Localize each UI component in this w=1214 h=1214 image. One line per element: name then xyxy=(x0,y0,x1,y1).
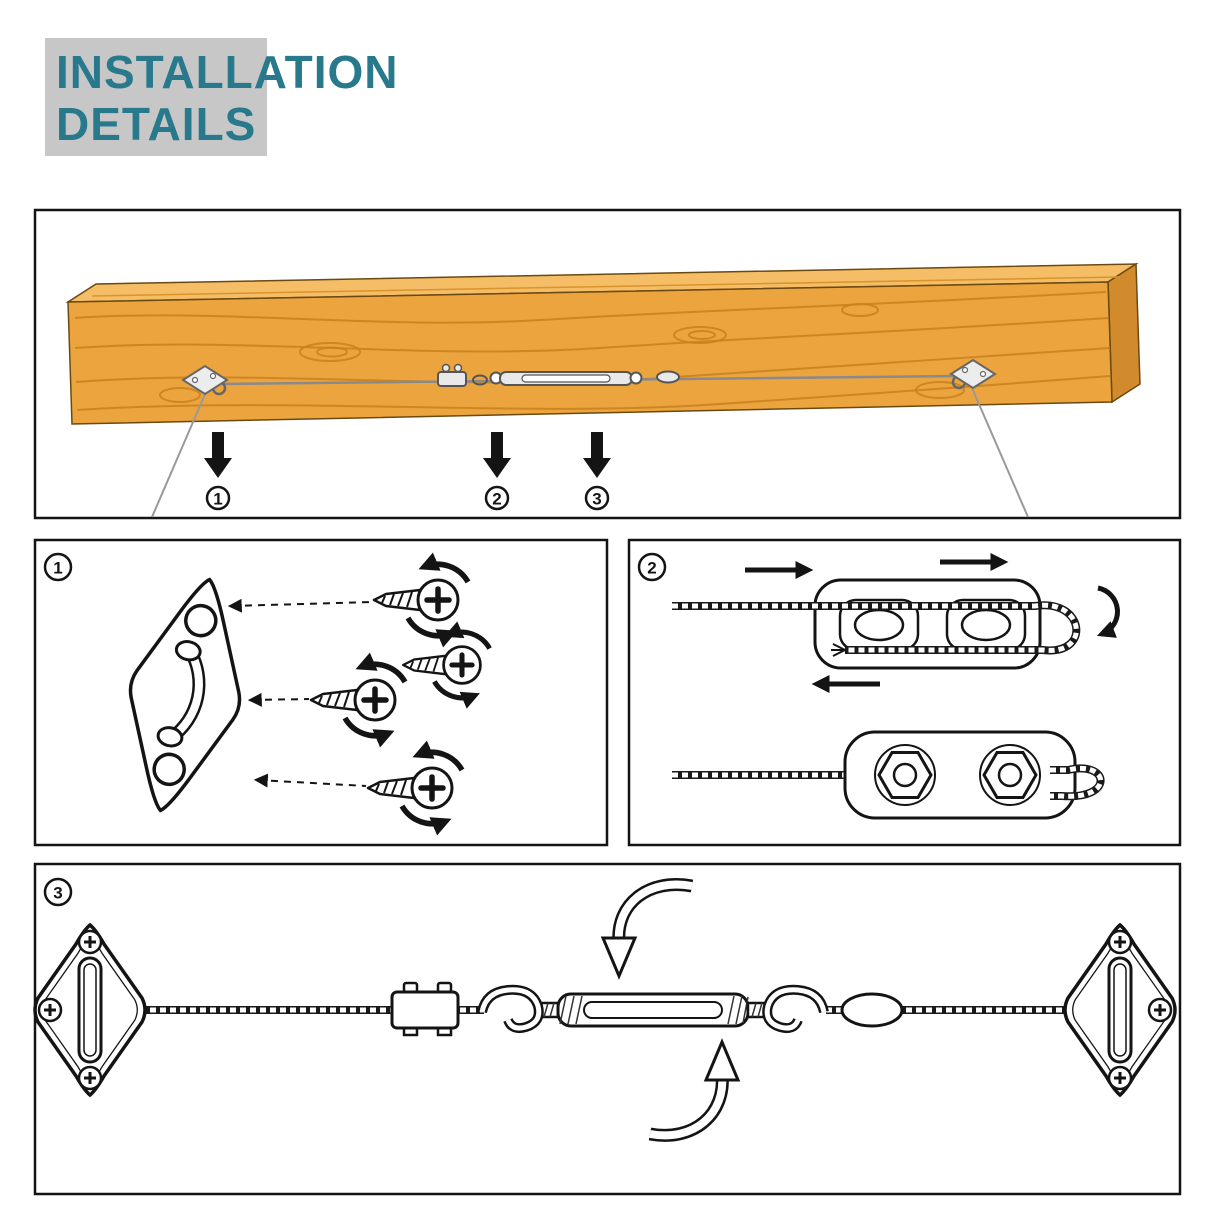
callout-badge-3: 3 xyxy=(584,485,610,511)
hook-left xyxy=(477,984,544,1034)
callout-number-3: 3 xyxy=(592,490,601,509)
clip-body xyxy=(813,578,1042,670)
down-arrow-1 xyxy=(204,432,232,478)
left-drop-cable xyxy=(151,391,207,518)
step3-panel: 3 xyxy=(33,862,1182,1196)
mount-screw-icon xyxy=(37,997,63,1023)
turn-arrow-top xyxy=(600,878,694,980)
pad-eye-left xyxy=(33,923,147,1097)
right-drop-cable xyxy=(971,387,1029,518)
mount-screw-icon xyxy=(77,1065,103,1091)
plate-outline xyxy=(128,577,242,813)
step2-panel: 2 xyxy=(627,538,1182,847)
overview-panel: 1 2 3 xyxy=(33,208,1182,520)
turn-arrow-bottom xyxy=(648,1038,741,1142)
plate-bottom-hole xyxy=(152,752,186,787)
pad-eye-plate xyxy=(128,577,242,813)
left-pad-eye-overview xyxy=(181,364,229,396)
step3-badge: 3 xyxy=(43,877,73,907)
step1-panel-border xyxy=(33,538,609,847)
rope-end-fray xyxy=(831,643,846,657)
step2-number: 2 xyxy=(647,559,656,578)
leader-dashed-arrow-middle xyxy=(247,692,310,707)
mount-screw-icon xyxy=(1107,1065,1133,1091)
mount-screw-icon xyxy=(1147,997,1173,1023)
wrap-around-arrow xyxy=(1096,585,1120,638)
pad-eye-slot xyxy=(77,956,103,1064)
duplex-clip-tightened xyxy=(672,730,1105,820)
callout-number-1: 1 xyxy=(213,490,222,509)
turnbuckle xyxy=(534,992,772,1028)
hex-nut-right xyxy=(979,744,1041,806)
hex-nut-left xyxy=(874,744,936,806)
down-arrow-2 xyxy=(483,432,511,478)
mount-screw-icon xyxy=(77,929,103,955)
step1-badge: 1 xyxy=(43,552,73,582)
cable-clip-overview xyxy=(437,363,467,387)
down-arrow-3 xyxy=(583,432,611,478)
cable-ferrule-overview xyxy=(656,370,680,384)
wood-beam xyxy=(65,262,1141,425)
step3-panel-border xyxy=(33,862,1182,1196)
step3-number: 3 xyxy=(53,884,62,903)
title-background xyxy=(45,38,267,156)
rope-ferrule xyxy=(840,992,904,1028)
step1-number: 1 xyxy=(53,559,62,578)
callout-badge-2: 2 xyxy=(484,485,510,511)
duplex-clip-threading xyxy=(672,553,1120,693)
step1-panel: 1 xyxy=(33,538,609,847)
page-title-line1: INSTALLATION xyxy=(56,46,399,98)
pad-eye-right xyxy=(1063,923,1177,1097)
hook-right xyxy=(762,984,829,1034)
mount-screw-icon xyxy=(1107,929,1133,955)
right-pad-eye-overview xyxy=(949,358,997,390)
plate-top-hole xyxy=(184,603,218,638)
page-title-line2: DETAILS xyxy=(56,98,257,150)
turnbuckle-overview xyxy=(489,371,643,386)
callout-badge-1: 1 xyxy=(205,485,231,511)
cable-hook-overview xyxy=(472,374,488,386)
pad-eye-slot xyxy=(1107,956,1133,1064)
leader-dashed-arrow-top xyxy=(227,598,373,613)
leader-dashed-arrow-bottom xyxy=(253,773,367,788)
step2-badge: 2 xyxy=(637,552,667,582)
callout-number-2: 2 xyxy=(492,490,501,509)
page-title: INSTALLATION DETAILS xyxy=(56,46,398,150)
rope-clip xyxy=(390,981,460,1037)
